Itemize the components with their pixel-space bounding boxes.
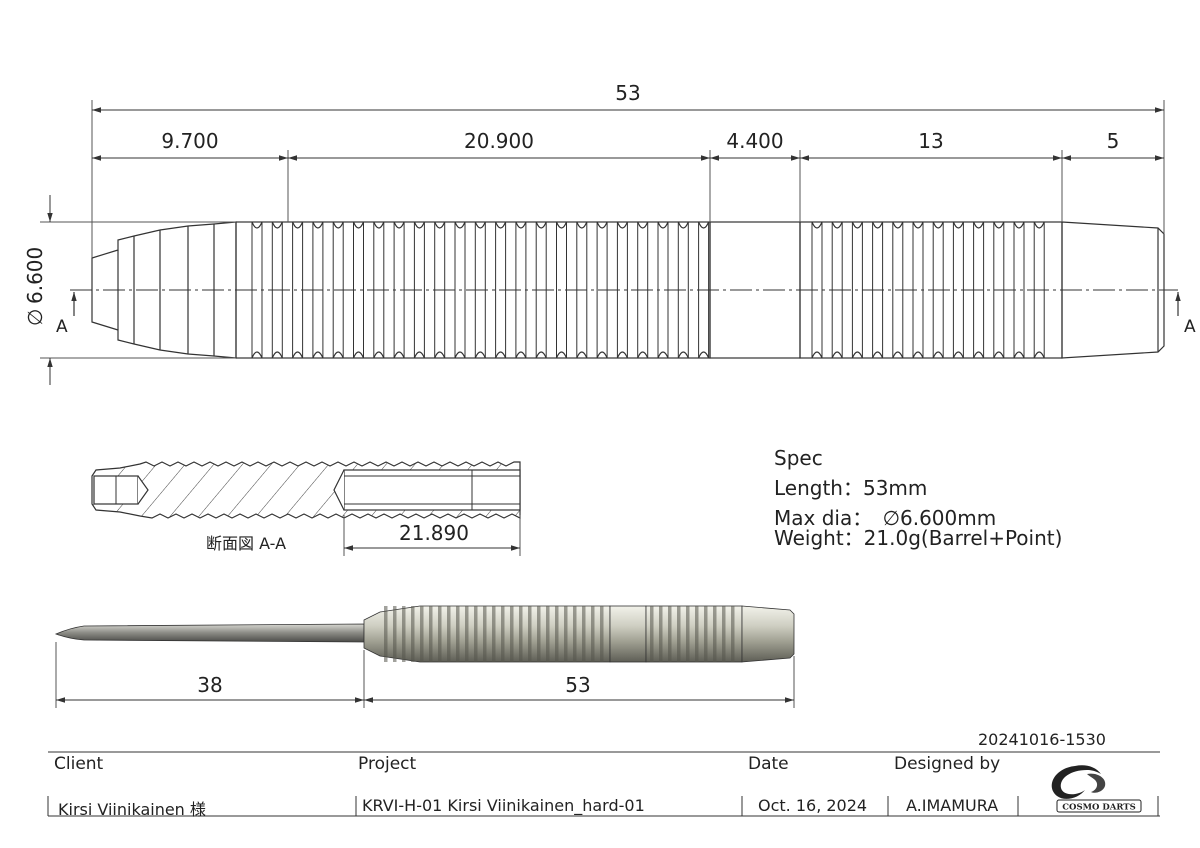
designer-label: Designed by <box>894 754 1001 774</box>
dart-groove <box>713 606 717 662</box>
dart-groove <box>600 606 604 662</box>
dart-groove <box>704 606 708 662</box>
spec-weight: Weight：21.0g(Barrel+Point) <box>774 526 1063 550</box>
dart-groove <box>695 606 699 662</box>
dart-groove <box>501 606 505 662</box>
dart-point <box>54 623 365 643</box>
dart-groove <box>456 606 460 662</box>
dim-point-length: 38 <box>197 673 222 697</box>
dart-barrel-ring <box>609 605 647 663</box>
dart-groove <box>402 606 406 662</box>
dart-groove <box>411 606 415 662</box>
spec-length: Length：53mm <box>774 476 928 500</box>
dart-groove <box>564 606 568 662</box>
dart-groove <box>483 606 487 662</box>
dart-groove <box>528 606 532 662</box>
spec-max-dia: Max dia： ∅6.600mm <box>774 506 996 530</box>
dart-groove <box>591 606 595 662</box>
dimension-lines <box>47 107 1164 385</box>
title-block-frame <box>47 751 1160 817</box>
dart-groove <box>582 606 586 662</box>
dart-groove <box>546 606 550 662</box>
date-value: Oct. 16, 2024 <box>758 796 868 815</box>
section-caption: 断面図 A-A <box>206 534 286 553</box>
dim-seg4: 13 <box>918 129 943 153</box>
dart-groove <box>668 606 672 662</box>
spec-title: Spec <box>774 446 823 470</box>
dim-seg3: 4.400 <box>726 129 783 153</box>
dart-groove <box>659 606 663 662</box>
designer-value: A.IMAMURA <box>906 796 999 815</box>
client-value: Kirsi Viinikainen 様 <box>58 800 206 819</box>
dim-seg1: 9.700 <box>161 129 218 153</box>
extension-lines <box>40 100 1165 359</box>
dart-groove <box>722 606 726 662</box>
dart-groove <box>537 606 541 662</box>
section-label-left: A <box>56 317 68 337</box>
dart-groove <box>420 606 424 662</box>
section-view: 21.890 断面図 A-A <box>91 461 521 556</box>
diameter-symbol: ∅ <box>23 309 47 326</box>
dim-diameter: 6.600 <box>23 247 47 304</box>
dart-groove <box>492 606 496 662</box>
dart-grooves <box>384 606 735 662</box>
dart-groove <box>438 606 442 662</box>
dart-groove <box>555 606 559 662</box>
section-bore <box>343 469 521 511</box>
dart-groove <box>393 606 397 662</box>
dart-groove <box>510 606 514 662</box>
dimension-texts: 53 9.700 20.900 4.400 13 5 ∅ 6.600 <box>23 81 1119 326</box>
cosmo-darts-logo: COSMO DARTS <box>1051 765 1142 813</box>
dart-groove <box>573 606 577 662</box>
dart-groove <box>474 606 478 662</box>
dart-barrel-tail <box>741 605 795 663</box>
dim-barrel-length: 53 <box>565 673 590 697</box>
dim-seg2: 20.900 <box>464 129 534 153</box>
dart-assembly: 38 53 <box>54 605 795 708</box>
spec-max-dia-prefix: Max dia： <box>774 506 873 530</box>
dart-groove <box>465 606 469 662</box>
dart-groove <box>686 606 690 662</box>
date-label: Date <box>748 754 789 774</box>
project-label: Project <box>358 754 417 774</box>
section-marker-right: A <box>1175 292 1196 337</box>
section-marker-left: A <box>56 292 77 337</box>
dart-groove <box>650 606 654 662</box>
logo-text: COSMO DARTS <box>1062 803 1135 813</box>
dart-groove <box>677 606 681 662</box>
dim-seg5: 5 <box>1107 129 1120 153</box>
section-label-right: A <box>1184 317 1196 337</box>
spec-max-dia-value: 6.600mm <box>900 506 997 530</box>
dart-groove <box>731 606 735 662</box>
doc-number: 20241016-1530 <box>978 730 1106 749</box>
dart-groove <box>447 606 451 662</box>
diameter-icon: ∅ <box>882 506 900 530</box>
project-value: KRVI-H-01 Kirsi Viinikainen_hard-01 <box>362 796 645 815</box>
dart-groove <box>384 606 388 662</box>
client-label: Client <box>54 754 104 774</box>
dim-section-length: 21.890 <box>399 521 469 545</box>
dart-groove <box>519 606 523 662</box>
dim-overall-length: 53 <box>615 81 640 105</box>
dart-groove <box>429 606 433 662</box>
